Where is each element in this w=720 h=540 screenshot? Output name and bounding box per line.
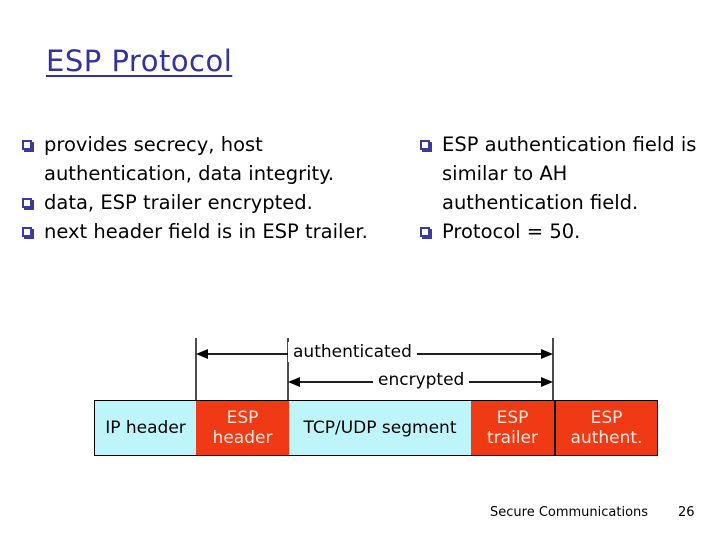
list-item: data, ESP trailer encrypted. [22, 188, 412, 217]
list-item: provides secrecy, host authentication, d… [22, 130, 412, 188]
encrypted-arrowhead-left [288, 377, 300, 387]
bullet-text: data, ESP trailer encrypted. [44, 191, 313, 214]
page-title: ESP Protocol [46, 44, 233, 78]
packet-box-esp-header: ESP header [196, 401, 289, 455]
encrypted-arrowhead-right [541, 377, 553, 387]
list-item: Protocol = 50. [420, 217, 710, 246]
bullet-text: next header field is in ESP trailer. [44, 220, 368, 243]
packet-box-esp-authent: ESP authent. [554, 401, 657, 455]
bullet-column-left: provides secrecy, host authentication, d… [22, 130, 412, 246]
authenticated-arrowhead-right [541, 349, 553, 359]
encrypted-label: encrypted [373, 370, 470, 390]
bullet-text: ESP authentication field is similar to A… [442, 133, 703, 214]
list-item: ESP authentication field is similar to A… [420, 130, 710, 217]
footer-subject: Secure Communications [490, 505, 649, 520]
list-item: next header field is in ESP trailer. [22, 217, 412, 246]
bullet-square-icon [22, 188, 44, 214]
bullet-text: provides secrecy, host authentication, d… [44, 133, 335, 185]
bullet-square-icon [22, 130, 44, 156]
authenticated-label: authenticated [288, 342, 417, 362]
bullet-square-icon [420, 217, 442, 243]
bullet-square-icon [420, 130, 442, 156]
bullet-text: Protocol = 50. [442, 220, 581, 243]
footer-page-number: 26 [678, 505, 695, 520]
bullet-square-icon [22, 217, 44, 243]
packet-box-row: IP header ESP header TCP/UDP segment ESP… [94, 400, 658, 456]
packet-box-tcp-udp-segment: TCP/UDP segment [289, 401, 471, 455]
authenticated-arrowhead-left [196, 349, 208, 359]
bullet-column-right: ESP authentication field is similar to A… [420, 130, 710, 246]
packet-box-ip-header: IP header [95, 401, 196, 455]
packet-box-esp-trailer: ESP trailer [471, 401, 554, 455]
